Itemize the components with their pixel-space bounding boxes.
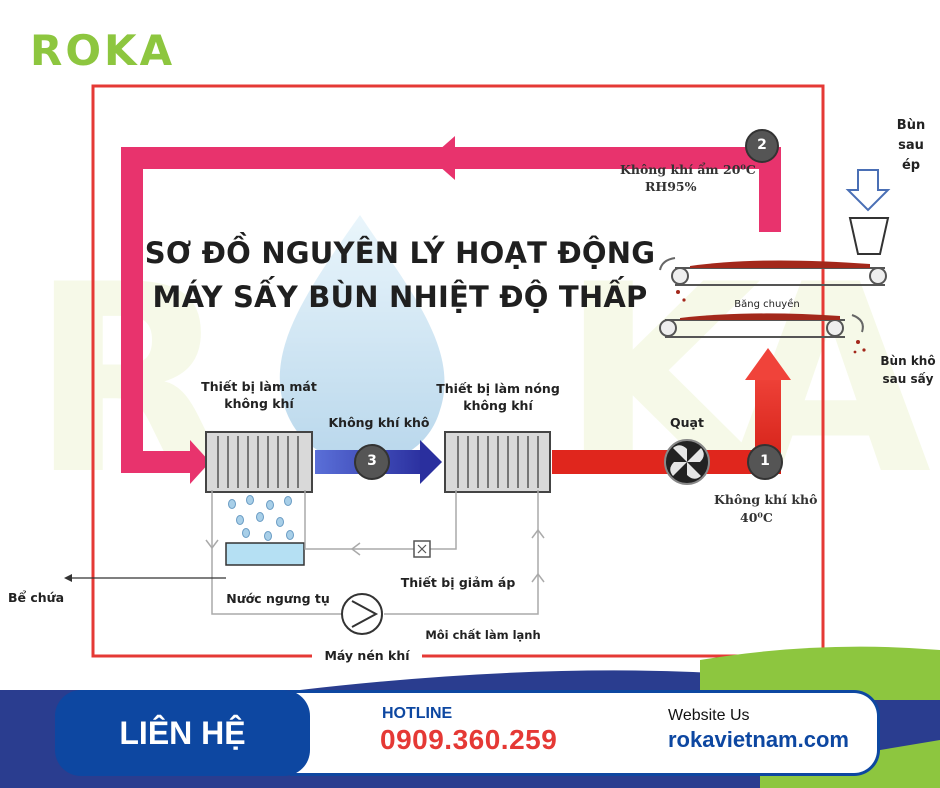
cooler-unit: [205, 431, 313, 493]
refrigerant-label: Môi chất làm lạnh: [425, 628, 541, 642]
watermark-drop: [279, 215, 445, 464]
roka-logo: ROKA: [30, 26, 176, 75]
tank-label: Bể chứa: [8, 590, 64, 605]
conveyor-belt-top: [659, 257, 887, 302]
diagram-frame: [91, 84, 825, 658]
humid-air-label: Không khí ẩm 20⁰C: [620, 162, 756, 177]
sludge-dry-label: Bùn khô sau sấy: [880, 354, 936, 386]
node-2-label: 2: [757, 137, 767, 153]
svg-text:K: K: [560, 230, 771, 532]
hotline-label: HOTLINE: [382, 705, 453, 722]
contact-heading: LIÊN HỆ: [55, 690, 310, 776]
website-link[interactable]: rokavietnam.com: [668, 727, 849, 752]
contact-bg-accent: [700, 646, 940, 700]
dry-air-temp-label: 40⁰C: [740, 510, 773, 525]
conveyor-belt-bottom: [659, 313, 866, 354]
humid-air-rh-label: RH95%: [645, 179, 697, 194]
condensate-label: Nước ngưng tụ: [226, 591, 330, 606]
node-3-label: 3: [367, 453, 377, 469]
diagram-title-line1: SƠ ĐỒ NGUYÊN LÝ HOẠT ĐỘNG: [144, 236, 656, 270]
return-air-duct: [121, 136, 781, 484]
diagram-title-line2: MÁY SẤY BÙN NHIỆT ĐỘ THẤP: [152, 280, 648, 314]
node-1: [747, 444, 783, 480]
tank-outlet-arrow: [64, 574, 226, 582]
conveyor-label: Băng chuyền: [734, 299, 800, 310]
sludge-input-icon: [845, 169, 891, 255]
fan-label: Quạt: [670, 415, 704, 430]
pressure-valve-icon: [413, 540, 431, 558]
pressure-valve-label: Thiết bị giảm áp: [400, 575, 516, 590]
contact-info-box: [290, 690, 880, 776]
dry-air-label: Không khí khô: [714, 492, 818, 507]
node-3: [354, 444, 390, 480]
fan-icon: [664, 439, 710, 485]
condensate-tray: [225, 542, 305, 566]
compressor-icon: [341, 593, 383, 635]
hotline-number[interactable]: 0909.360.259: [380, 724, 558, 755]
compressor-label: Máy nén khí: [312, 647, 422, 664]
node-1-label: 1: [760, 453, 770, 469]
node-2: [745, 129, 779, 163]
sludge-pressed-label: Bùn sau ép: [896, 118, 926, 173]
heater-unit: [444, 431, 551, 493]
heater-label: Thiết bị làm nóng không khí: [436, 381, 560, 413]
condensate-drops: [228, 495, 294, 541]
website-label: Website Us: [668, 707, 750, 724]
dry-air-mid-label: Không khí khô: [328, 415, 430, 430]
cooler-label: Thiết bị làm mát không khí: [201, 379, 317, 411]
refrigerant-lines: [205, 490, 545, 615]
